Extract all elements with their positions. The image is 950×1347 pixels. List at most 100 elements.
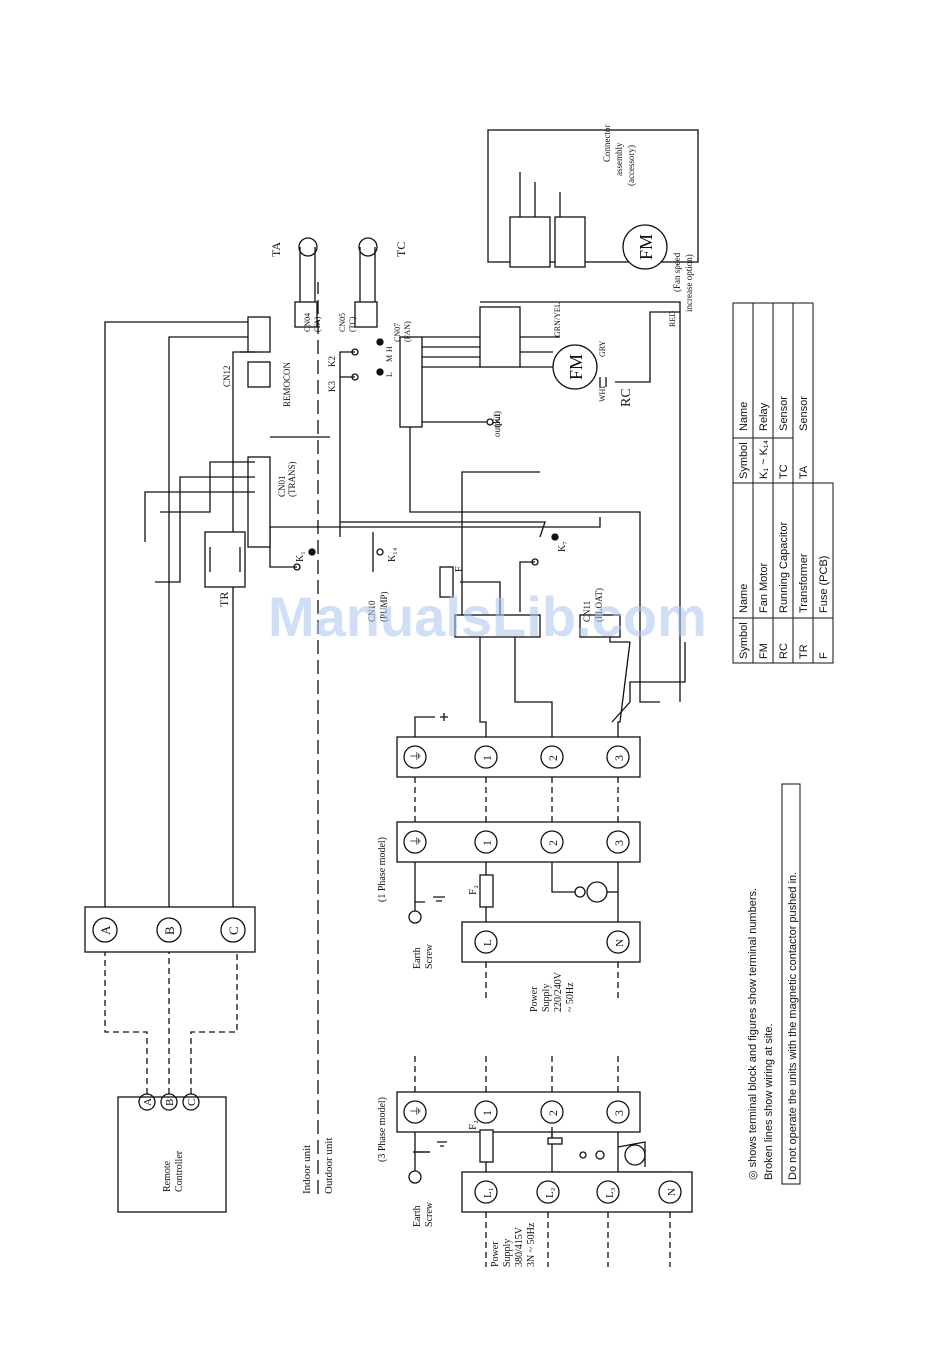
symbol-table-row-4: F Fuse (PCB) (812, 482, 834, 664)
wire-a (104, 321, 248, 907)
cn04-label: CN04 (303, 313, 312, 332)
remote-label-1: Remote (162, 1160, 173, 1192)
in-terminal-1: 1 (480, 755, 494, 761)
op-power-4: ~ 50Hz (565, 982, 576, 1012)
op-fuse-label: F₂ (467, 885, 479, 895)
op-supply-l: L (482, 939, 494, 946)
op-terminal-earth: ⏚ (409, 835, 423, 847)
red-label: RED (668, 311, 677, 327)
fm-label: FM (566, 354, 586, 380)
in-terminal-3: 3 (612, 755, 626, 761)
tp-supply-l3: L₃ (604, 1187, 616, 1198)
conn-assembly-2: assembly (614, 142, 624, 176)
k1-output-1: (K1 (492, 413, 502, 427)
table-cell: Running Capacitor (778, 522, 790, 613)
one-phase-model: (1 Phase model) ⏚ 1 2 3 F₂ Earth Screw (377, 802, 641, 1012)
table-cell: Sensor (778, 396, 790, 431)
l-label: L (385, 372, 394, 377)
table-cell: TC (778, 464, 790, 479)
k3-label: K3 (327, 381, 337, 392)
tp-terminal-earth: ⏚ (409, 1105, 423, 1117)
table-cell: Fuse (PCB) (818, 556, 830, 613)
indoor-unit-label: Indoor unit (301, 1145, 313, 1194)
fan-speed-2: increase option) (684, 254, 694, 312)
three-phase-title: (3 Phase model) (377, 1097, 388, 1162)
watermark: ManualsLib.com (268, 585, 707, 648)
remote-controller: A B C Remote Controller (117, 1093, 227, 1213)
notes: ◎ shows terminal block and figures show … (747, 783, 801, 1185)
op-power-2: Supply (541, 984, 552, 1012)
rc-label: RC (619, 388, 634, 407)
h-label: H (385, 346, 394, 352)
table-cell: TR (798, 644, 810, 659)
tp-power-2: Supply (502, 1239, 513, 1267)
conn-assembly-3: (accessory) (626, 145, 636, 186)
cn11-label: CN11 (582, 601, 592, 622)
op-earth-label-2: Screw (424, 943, 435, 969)
tp-supply-l2: L₂ (544, 1187, 556, 1198)
cn11-sub: (FLOAT) (594, 588, 604, 622)
note-terminal-symbol: ◎ shows terminal block and figures show … (747, 888, 759, 1180)
remote-label-2: Controller (174, 1150, 185, 1192)
table-header-name-2: Name (738, 402, 750, 431)
cn05-sub: (TC) (348, 316, 357, 332)
table-cell: Transformer (798, 553, 810, 613)
op-supply-n: N (614, 939, 626, 947)
fan-speed-option-box: FM Connector assembly (accessory) (Fan s… (487, 125, 699, 312)
remote-terminal-c: C (186, 1099, 198, 1106)
table-header-name-1: Name (738, 584, 750, 613)
tp-terminal-3: 3 (612, 1110, 626, 1116)
bus-terminal-c: C (226, 926, 241, 935)
tp-power-3: 380/415V (514, 1226, 525, 1267)
k2-label: K2 (327, 356, 337, 367)
remote-site-wiring (104, 952, 238, 1094)
k7-label: K₇ (557, 541, 568, 552)
option-fm-label: FM (636, 234, 656, 260)
fuse-f-label: F (454, 566, 465, 572)
tr-label: TR (217, 592, 231, 607)
bus-terminal-a: A (98, 925, 113, 935)
table-cell: K₁ ~ K₁₄ (758, 439, 770, 479)
m-label: M (385, 355, 394, 362)
in-terminal-2: 2 (546, 755, 560, 761)
op-terminal-1: 1 (480, 840, 494, 846)
wire-b (168, 336, 248, 907)
table-cell: TA (798, 465, 810, 479)
k1-label: K₁ (295, 551, 306, 562)
table-cell: FM (758, 643, 770, 659)
tp-fuse-label: F₂ (467, 1120, 479, 1130)
cn01-sub: (TRANS) (287, 461, 297, 497)
tp-terminal-2: 2 (546, 1110, 560, 1116)
op-terminal-2: 2 (546, 840, 560, 846)
cn01-label: CN01 (277, 475, 287, 497)
tp-power-1: Power (490, 1241, 501, 1267)
table-header-symbol-2: Symbol (738, 442, 750, 479)
wire-c (232, 351, 248, 907)
cn10-label: CN10 (367, 600, 377, 622)
fan-speed-1: (Fan speed (672, 252, 682, 292)
op-power-1: Power (529, 986, 540, 1012)
k14-label: K₁₄ (387, 547, 398, 562)
ta-label: TA (269, 242, 283, 257)
table-cell: Fan Motor (758, 563, 770, 613)
conn-assembly-1: Connector (602, 125, 612, 163)
k1-output-2: output) (492, 411, 502, 437)
cn07-sub: (FAN) (403, 321, 412, 342)
tc-label: TC (394, 242, 408, 257)
table-cell: Relay (758, 402, 770, 431)
tp-earth-label-2: Screw (424, 1201, 435, 1227)
three-phase-model: (3 Phase model) ⏚ 1 2 3 (377, 1052, 693, 1267)
table-cell: F (818, 652, 830, 659)
symbol-table: Symbol Name Symbol Name FM Fan Motor K₁ … (732, 302, 814, 664)
op-terminal-3: 3 (612, 840, 626, 846)
indoor-terminal-block: ⏚ 1 2 3 (396, 641, 686, 802)
warning-magnetic-contactor: Do not operate the units with the magnet… (787, 872, 799, 1180)
cn10-sub: (PUMP) (379, 591, 389, 622)
pcb-area: CN10 (PUMP) CN11 (FLOAT) F K₁₄ K₇ (204, 237, 681, 703)
whi-label: WHI (598, 386, 607, 402)
gry-label: GRY (598, 340, 607, 357)
remote-terminal-b: B (164, 1099, 176, 1106)
bus-terminal-b: B (162, 926, 177, 935)
remocon-label: REMOCON (282, 361, 292, 407)
